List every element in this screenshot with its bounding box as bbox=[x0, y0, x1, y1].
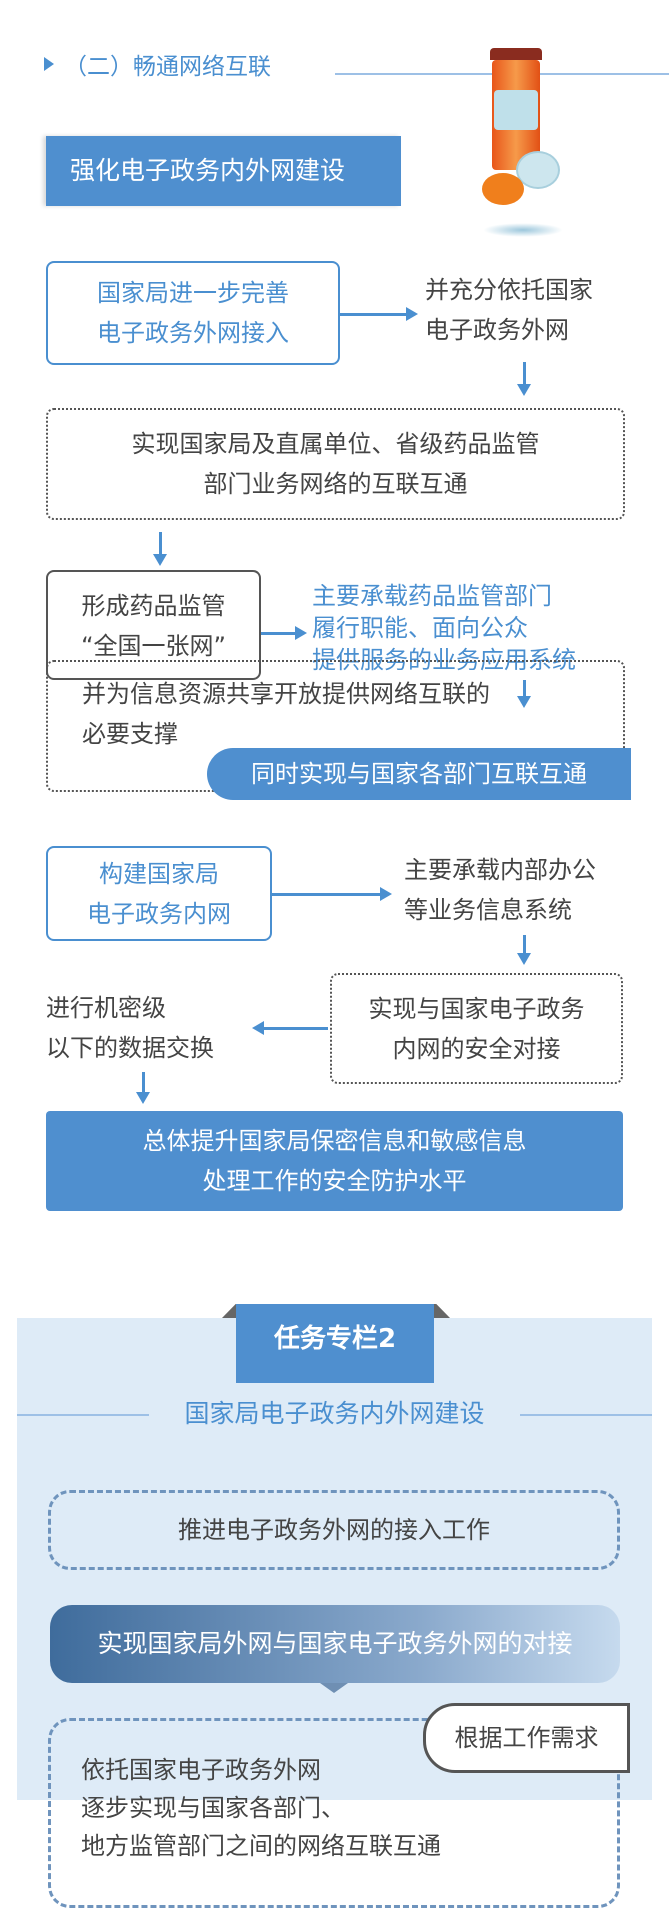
text-line: 实现与国家电子政务 bbox=[368, 995, 585, 1023]
flow2-result: 总体提升国家局保密信息和敏感信息 处理工作的安全防护水平 bbox=[46, 1111, 623, 1211]
flow1-right2: 主要承载药品监管部门 履行职能、面向公众 提供服务的业务应用系统 bbox=[312, 580, 576, 676]
tab-text: 任务专栏2 bbox=[273, 1324, 397, 1354]
text-line: 处理工作的安全防护水平 bbox=[202, 1167, 467, 1195]
text-line: 进行机密级 bbox=[46, 994, 166, 1022]
text-line: 必要支撑 bbox=[82, 720, 178, 748]
flow2-right1: 主要承载内部办公 等业务信息系统 bbox=[404, 850, 596, 930]
text-line: 以下的数据交换 bbox=[46, 1034, 214, 1062]
text-line: 并充分依托国家 bbox=[425, 276, 593, 304]
task-item1: 推进电子政务外网的接入工作 bbox=[48, 1490, 620, 1570]
text-line: “全国一张网” bbox=[81, 632, 226, 660]
text-line: 等业务信息系统 bbox=[404, 896, 572, 924]
flow1-dotted1: 实现国家局及直属单位、省级药品监管 部门业务网络的互联互通 bbox=[46, 408, 625, 520]
arrow-down-icon bbox=[517, 935, 531, 965]
task-tab: 任务专栏2 bbox=[236, 1304, 434, 1383]
item-text: 推进电子政务外网的接入工作 bbox=[178, 1516, 490, 1544]
flow1-box2: 形成药品监管 “全国一张网” bbox=[46, 570, 261, 680]
arrow-right-icon bbox=[261, 626, 307, 640]
text-line: 并为信息资源共享开放提供网络互联的 bbox=[82, 680, 490, 708]
flow2-dotted1: 实现与国家电子政务 内网的安全对接 bbox=[330, 973, 623, 1084]
arrow-down-icon bbox=[517, 362, 531, 396]
task-subtitle: 国家局电子政务内外网建设 bbox=[149, 1394, 520, 1430]
subtitle-text: 国家局电子政务内外网建设 bbox=[184, 1399, 485, 1428]
text-line: 构建国家局 bbox=[99, 860, 219, 888]
text-line: 主要承载药品监管部门 bbox=[312, 582, 552, 610]
text-line: 逐步实现与国家各部门、 bbox=[81, 1794, 345, 1822]
flow1-box1: 国家局进一步完善 电子政务外网接入 bbox=[46, 261, 340, 365]
task-label: 根据工作需求 bbox=[423, 1703, 630, 1773]
text-line: 实现国家局及直属单位、省级药品监管 bbox=[131, 430, 540, 458]
text-line: 地方监管部门之间的网络互联互通 bbox=[81, 1832, 441, 1860]
task-item2: 实现国家局外网与国家电子政务外网的对接 bbox=[50, 1605, 620, 1683]
triangle-bullet-icon bbox=[44, 57, 54, 71]
text-line: 电子政务外网接入 bbox=[97, 319, 289, 347]
flow2-box1: 构建国家局 电子政务内网 bbox=[46, 846, 272, 941]
text-line: 依托国家电子政务外网 bbox=[81, 1756, 321, 1784]
arrow-down-icon bbox=[153, 532, 167, 566]
arrow-right-icon bbox=[272, 887, 392, 901]
pill-bottle-icon bbox=[478, 48, 578, 238]
arrow-right-icon bbox=[340, 307, 418, 321]
flow2-left1: 进行机密级 以下的数据交换 bbox=[46, 988, 214, 1068]
flow1-dotted2: 并为信息资源共享开放提供网络互联的 必要支撑 bbox=[46, 660, 625, 792]
text-line: 形成药品监管 bbox=[81, 592, 226, 620]
item-text: 实现国家局外网与国家电子政务外网的对接 bbox=[97, 1629, 573, 1658]
arrow-left-icon bbox=[252, 1021, 328, 1035]
label-text: 根据工作需求 bbox=[454, 1724, 599, 1752]
flow1-right1: 并充分依托国家 电子政务外网 bbox=[425, 270, 593, 350]
pill-text: 同时实现与国家各部门互联互通 bbox=[251, 760, 587, 788]
text-line: 主要承载内部办公 bbox=[404, 856, 596, 884]
flow1-pill: 同时实现与国家各部门互联互通 bbox=[207, 748, 631, 800]
arrow-down-icon bbox=[136, 1072, 150, 1104]
banner-text: 强化电子政务内外网建设 bbox=[70, 156, 346, 185]
text-line: 电子政务外网 bbox=[425, 316, 569, 344]
text-line: 履行职能、面向公众 bbox=[312, 614, 528, 642]
text-line: 总体提升国家局保密信息和敏感信息 bbox=[142, 1127, 527, 1155]
text-line: 内网的安全对接 bbox=[392, 1035, 561, 1063]
text-line: 部门业务网络的互联互通 bbox=[203, 470, 468, 498]
pointer-arrow bbox=[320, 1683, 348, 1693]
subtitle-line-right bbox=[520, 1414, 652, 1416]
subtitle-line-left bbox=[17, 1414, 149, 1416]
text-line: 电子政务内网 bbox=[87, 900, 231, 928]
arrow-down-icon bbox=[517, 680, 531, 708]
section-header: （二）畅通网络互联 bbox=[44, 46, 271, 82]
text-line: 国家局进一步完善 bbox=[97, 279, 289, 307]
banner: 强化电子政务内外网建设 bbox=[46, 136, 401, 206]
section-title: （二）畅通网络互联 bbox=[64, 54, 271, 80]
